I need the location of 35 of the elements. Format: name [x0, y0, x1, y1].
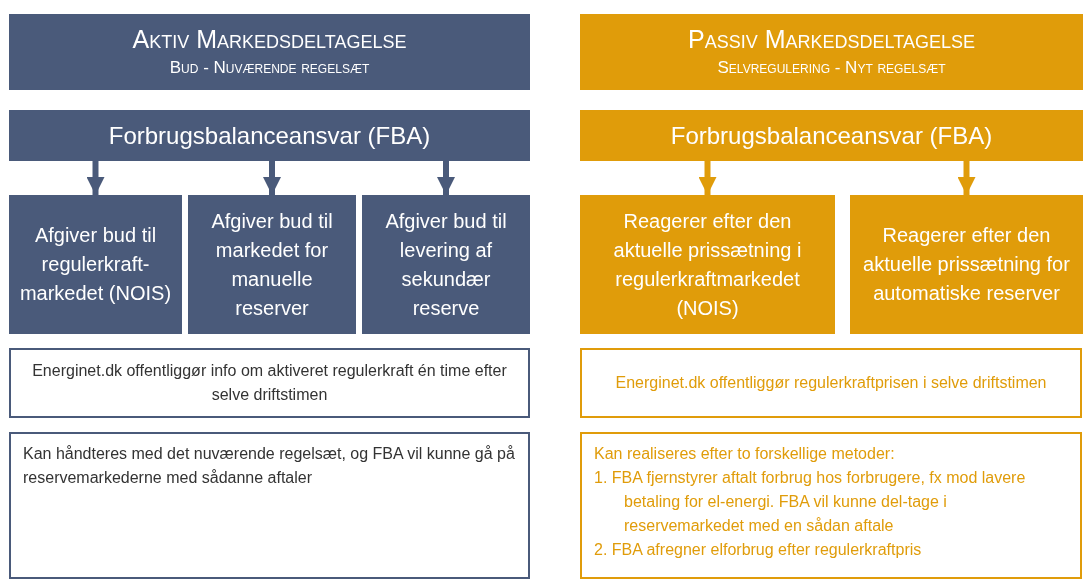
note-text: Energinet.dk offentliggør regulerkraftprisen i selve driftstimen — [615, 373, 1047, 393]
note-box — [9, 432, 530, 579]
box-text: Afgiver bud til regulerkraft-markedet (NOIS) — [18, 223, 173, 306]
box-text: Forbrugsbalanceansvar (FBA) — [670, 120, 993, 151]
title-text: Passiv Markedsdeltagelse — [688, 24, 975, 55]
header-band — [9, 14, 530, 90]
subtitle-text: Bud - Nuværende regelsæt — [169, 57, 370, 79]
box-text: Reagerer efter den aktuelle prissætning for automatiske reserver — [862, 223, 1071, 306]
subtitle-text: Selvregulering - Nyt regelsæt — [717, 57, 946, 79]
process-box — [580, 110, 1083, 161]
arrow — [957, 161, 976, 195]
list-item: 2. FBA afregner elforbrug efter regulerkraftpris — [594, 540, 922, 560]
box-text: Reagerer efter den aktuelle prissætning i regulerkraftmarkedet (NOIS) — [612, 208, 803, 321]
process-box — [9, 195, 182, 334]
process-box — [850, 195, 1083, 334]
note-box — [580, 432, 1082, 579]
list-item: 1. FBA fjernstyrer aftalt forbrug hos forbrugere, fx mod lavere betaling for el-energi. FBA vil kunne del-tage i reservemarkedet med en sådan aftale — [594, 468, 1027, 536]
header-band — [580, 14, 1083, 90]
title-text: Aktiv Markedsdeltagelse — [132, 24, 407, 55]
process-box — [9, 110, 530, 161]
arrow — [698, 161, 717, 195]
arrow — [437, 161, 455, 195]
process-box — [580, 195, 835, 334]
note-box — [9, 348, 530, 418]
note-text: Kan håndteres med det nuværende regelsæt, og FBA vil kunne gå på reservemarkederne med sådanne aftaler — [23, 444, 516, 488]
arrow — [86, 161, 105, 195]
process-box — [188, 195, 356, 334]
note-box — [580, 348, 1082, 418]
process-box — [362, 195, 530, 334]
box-text: Forbrugsbalanceansvar (FBA) — [108, 120, 431, 151]
box-text: Afgiver bud til levering af sekundær reserve — [384, 208, 508, 321]
note-text: Kan realiseres efter to forskellige metoder: — [594, 444, 895, 464]
arrow — [263, 161, 281, 195]
box-text: Afgiver bud til markedet for manuelle reserver — [210, 208, 334, 321]
note-text: Energinet.dk offentliggør info om aktiveret regulerkraft én time efter selve driftstimen — [31, 361, 508, 405]
